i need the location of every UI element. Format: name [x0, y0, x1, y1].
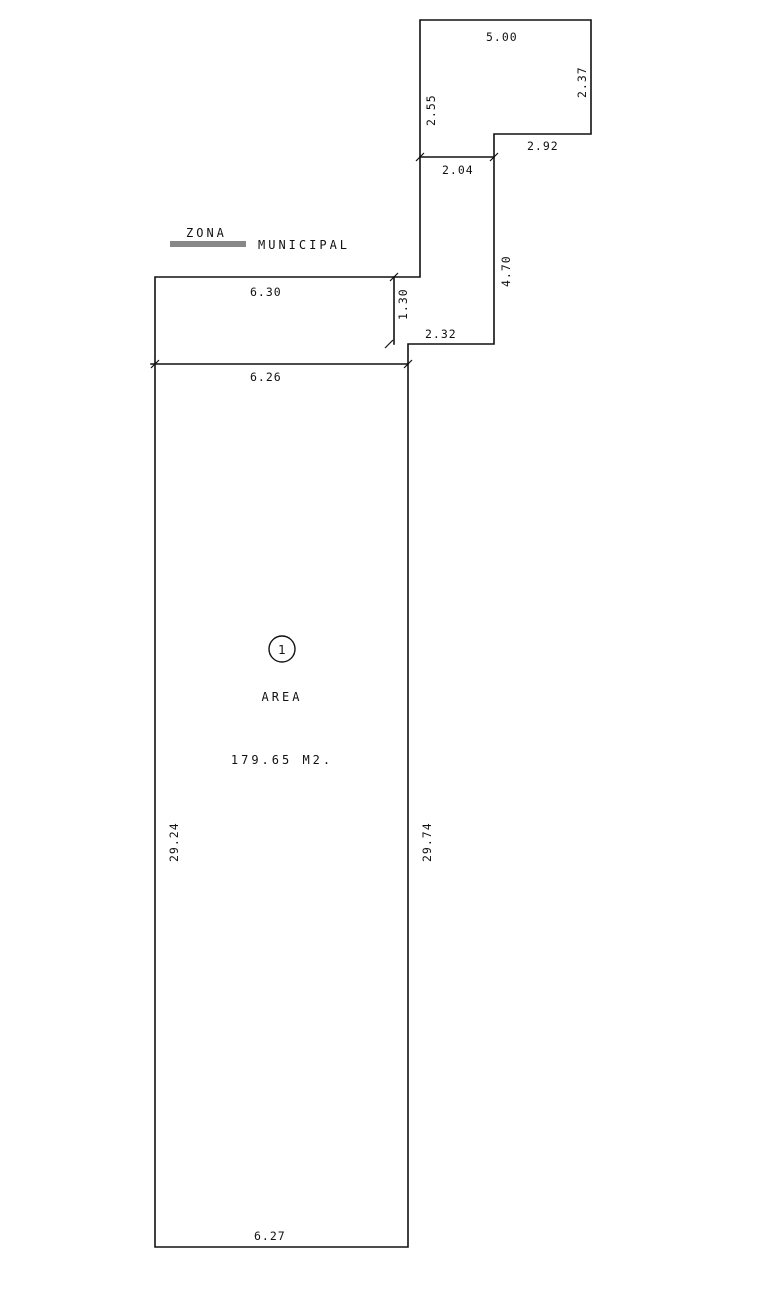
zone-label-word1: ZONA: [186, 226, 227, 240]
dim-front-step: 1.30: [396, 288, 410, 320]
dim-step-right: 2.92: [527, 139, 559, 153]
dim-lot-top: 6.26: [250, 370, 282, 384]
dim-right-side: 29.74: [420, 822, 434, 862]
area-value: 179.65 M2.: [231, 753, 333, 767]
parcel-boundary: [154, 19, 592, 1248]
dimension-ticks: [150, 152, 499, 369]
zone-label-word2: MUNICIPAL: [258, 238, 350, 252]
dim-front-top: 6.30: [250, 285, 282, 299]
dim-neck-right: 4.70: [499, 255, 513, 287]
dim-step-bottom: 2.32: [425, 327, 457, 341]
dim-top: 5.00: [486, 30, 518, 44]
dim-top-right: 2.37: [575, 66, 589, 98]
zone-hatch-symbol: [170, 241, 246, 247]
dim-upper-left: 2.55: [424, 94, 438, 126]
area-label: AREA: [262, 690, 303, 704]
dim-left-side: 29.24: [167, 822, 181, 862]
lot-number: 1: [278, 643, 286, 657]
lot-number-circle: [268, 635, 296, 663]
dim-bottom: 6.27: [254, 1229, 286, 1243]
dim-neck-width: 2.04: [442, 163, 474, 177]
